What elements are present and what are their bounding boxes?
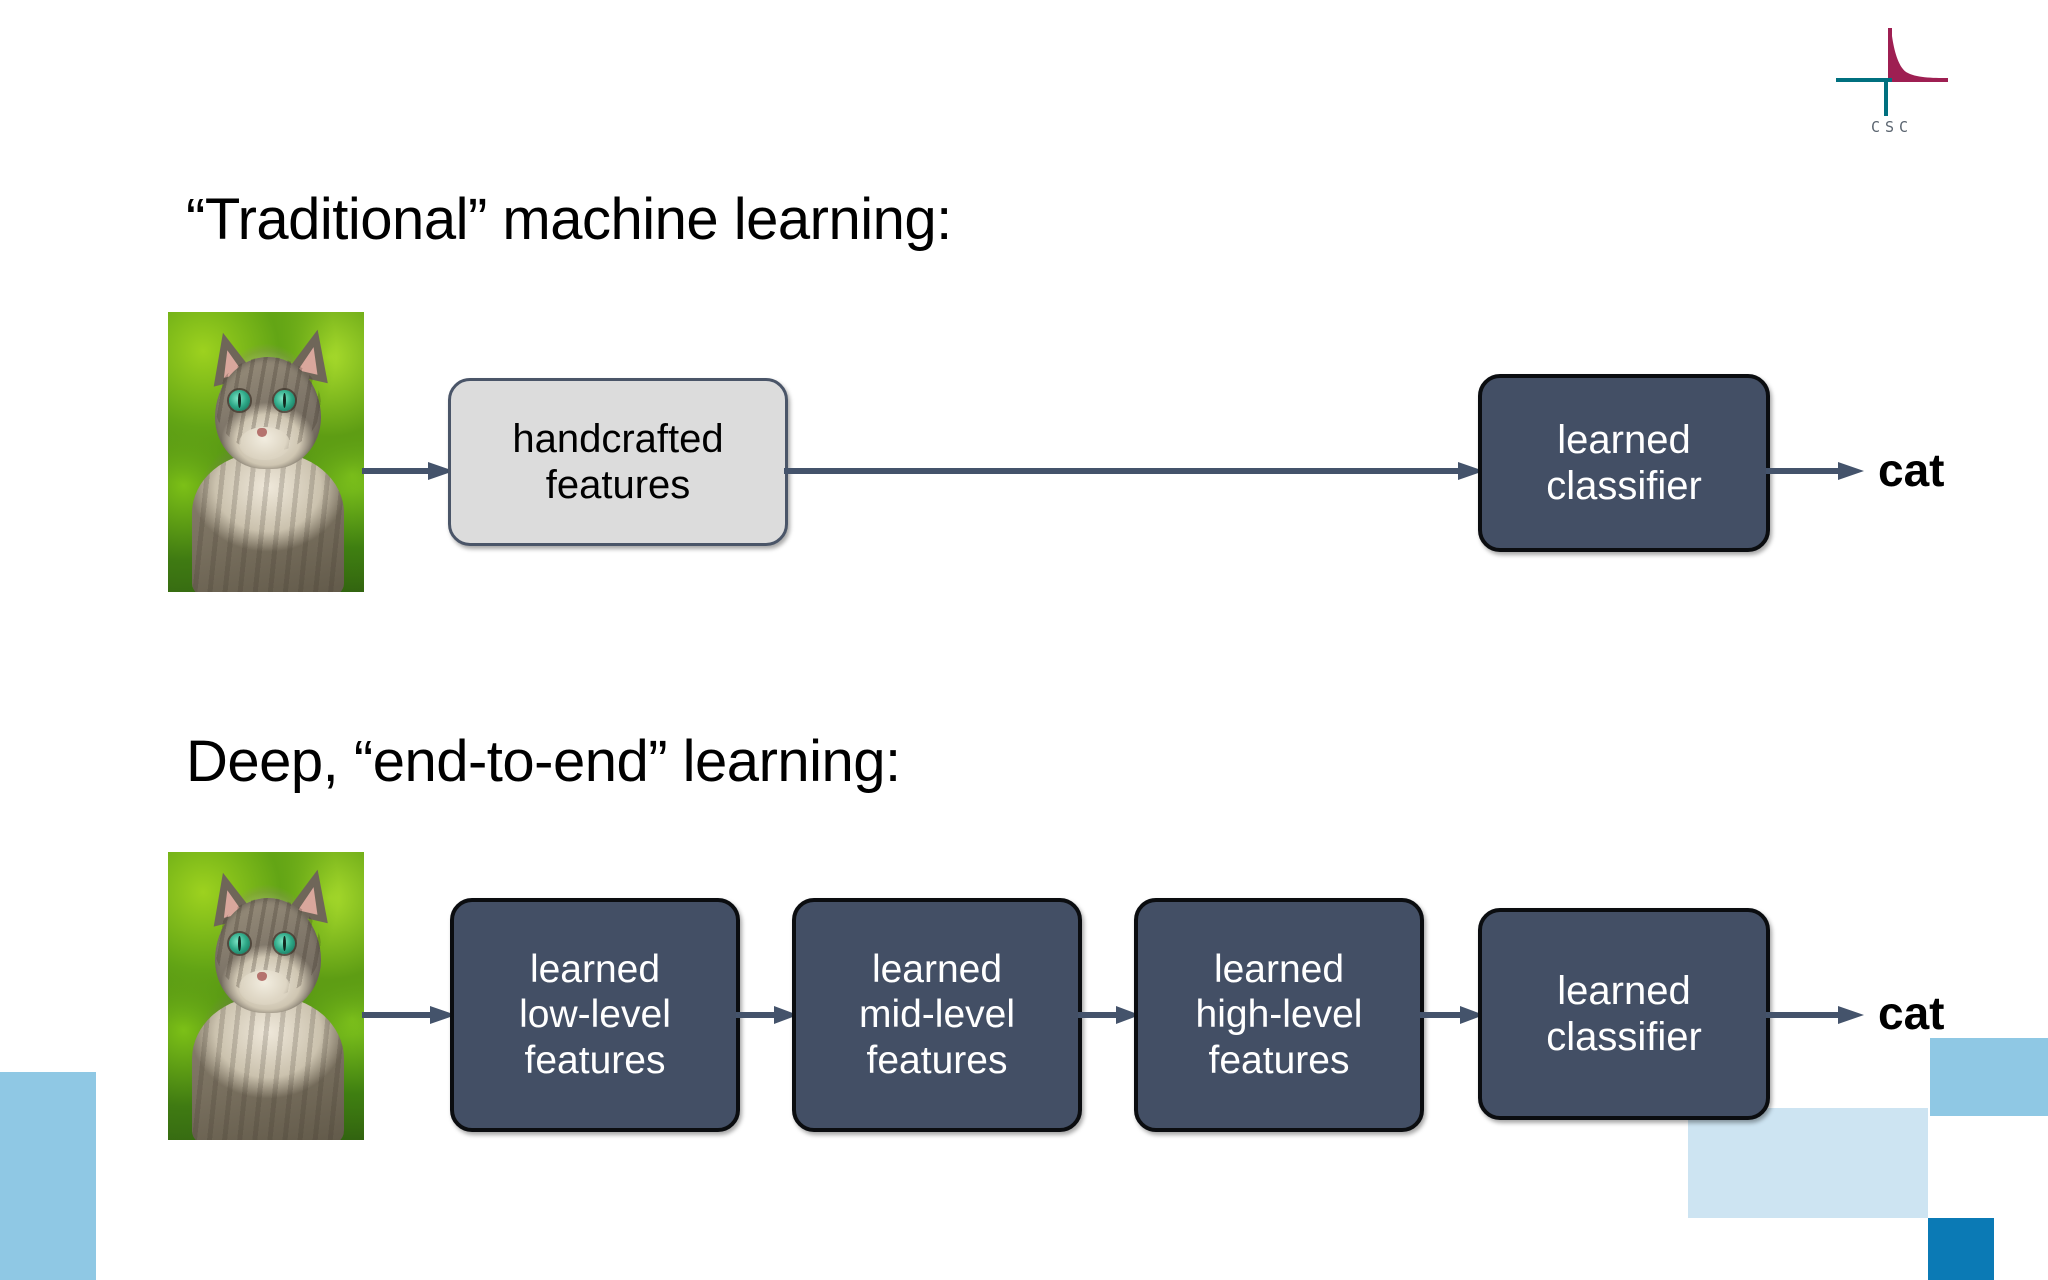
input-cat-image-traditional bbox=[168, 312, 364, 592]
stage-box-handcrafted-features[interactable]: handcrafted features bbox=[448, 378, 788, 546]
arrow-classifier-to-output-deep bbox=[1766, 1004, 1864, 1026]
output-label-deep: cat bbox=[1878, 987, 1945, 1039]
stage-line: classifier bbox=[1546, 1015, 1702, 1059]
stage-box-learned-mid-level-features[interactable]: learned mid-level features bbox=[792, 898, 1082, 1132]
stage-line: features bbox=[545, 463, 691, 507]
arrow-image-to-low-level bbox=[362, 1004, 456, 1026]
arrow-handcrafted-to-classifier bbox=[784, 460, 1484, 482]
stage-line: features bbox=[866, 1038, 1008, 1082]
arrow-mid-to-high bbox=[1078, 1004, 1140, 1026]
heading-traditional-ml: “Traditional” machine learning: bbox=[186, 187, 952, 252]
heading-deep-end-to-end: Deep, “end-to-end” learning: bbox=[186, 729, 901, 794]
stage-line: features bbox=[524, 1038, 666, 1082]
csc-logo-wordmark: CSC bbox=[1870, 118, 1914, 136]
decor-block-right-upper bbox=[1930, 1038, 2048, 1116]
stage-box-learned-classifier-traditional[interactable]: learned classifier bbox=[1478, 374, 1770, 552]
arrow-low-to-mid bbox=[736, 1004, 798, 1026]
stage-line: low-level bbox=[519, 993, 671, 1037]
decor-block-strong bbox=[1928, 1218, 1994, 1280]
arrow-high-to-classifier bbox=[1420, 1004, 1484, 1026]
stage-box-learned-classifier-deep[interactable]: learned classifier bbox=[1478, 908, 1770, 1120]
stage-line: mid-level bbox=[858, 993, 1016, 1037]
input-cat-image-deep bbox=[168, 852, 364, 1140]
stage-line: learned bbox=[1213, 948, 1345, 992]
arrow-image-to-handcrafted bbox=[362, 460, 454, 482]
stage-line: learned bbox=[1557, 968, 1691, 1013]
output-label-traditional: cat bbox=[1878, 444, 1945, 496]
stage-line: classifier bbox=[1546, 464, 1702, 508]
decor-block-bottom-left bbox=[0, 1072, 96, 1280]
stage-line: high-level bbox=[1195, 993, 1363, 1037]
stage-line: features bbox=[1208, 1038, 1350, 1082]
arrow-classifier-to-output-traditional bbox=[1766, 460, 1864, 482]
stage-box-learned-high-level-features[interactable]: learned high-level features bbox=[1134, 898, 1424, 1132]
stage-line: learned bbox=[529, 948, 661, 992]
stage-line: learned bbox=[871, 948, 1003, 992]
stage-line: learned bbox=[1557, 417, 1691, 462]
csc-logo-icon bbox=[1832, 16, 1952, 128]
stage-line: handcrafted bbox=[512, 416, 724, 461]
decor-block-pale bbox=[1688, 1108, 1928, 1218]
stage-box-learned-low-level-features[interactable]: learned low-level features bbox=[450, 898, 740, 1132]
